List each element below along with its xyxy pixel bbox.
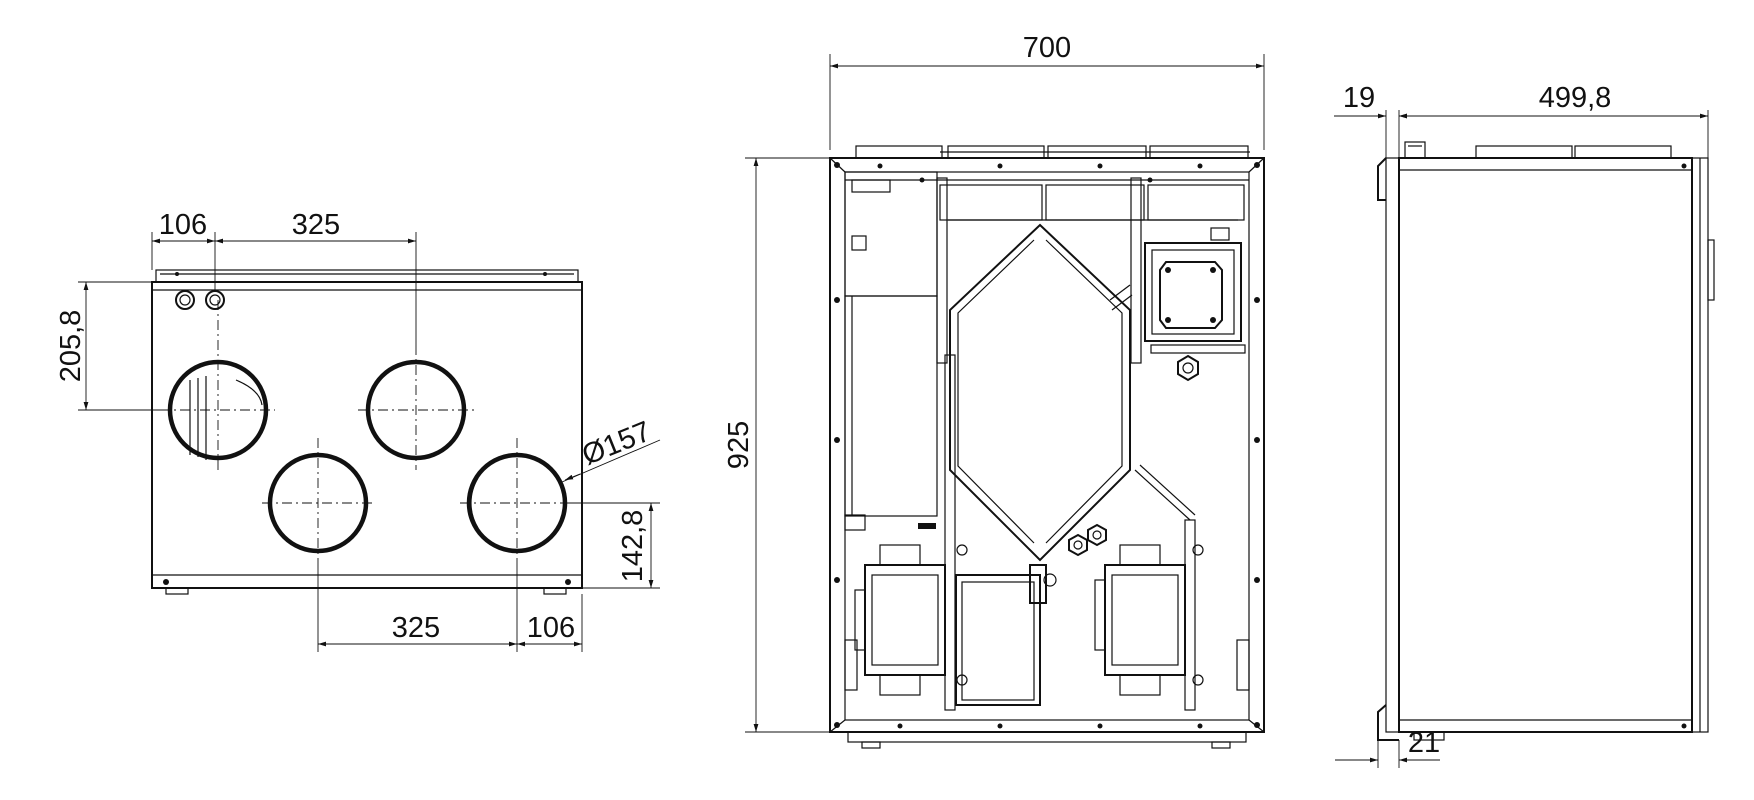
dim-front-left-height: 205,8 (55, 281, 170, 411)
dim-front-diameter: Ø157 (561, 416, 661, 483)
dim-front-bottom-right: 106 (517, 594, 583, 652)
side-top-collar-1 (1475, 145, 1573, 159)
dim-label: 21 (1408, 727, 1440, 759)
dim-side-bottom-offset: 21 (1335, 727, 1440, 768)
dim-main-height: 925 (723, 157, 830, 733)
main-filter-box (955, 574, 1041, 706)
main-housing (829, 157, 1265, 733)
dim-front-right-height: 142,8 (565, 502, 660, 589)
dim-side-top-offset: 19 (1334, 82, 1412, 158)
main-nut (1177, 354, 1199, 382)
main-fan-right (1094, 544, 1204, 696)
dim-label: 499,8 (1539, 82, 1612, 114)
main-fan-left (854, 544, 968, 696)
dim-front-bottom-spacing: 325 (317, 568, 518, 652)
side-housing (1398, 157, 1693, 733)
front-top-lid (155, 269, 579, 283)
dim-label: 325 (392, 612, 440, 644)
main-electrical-box (1144, 242, 1242, 342)
main-view: 700 925 (723, 32, 1265, 749)
front-housing (151, 281, 583, 589)
dim-label: 142,8 (617, 510, 649, 583)
dim-label: Ø157 (578, 416, 656, 472)
main-rivets (834, 162, 1260, 729)
fitting-1 (175, 290, 195, 310)
dim-main-width: 700 (829, 32, 1265, 150)
side-top-collar-2 (1574, 145, 1672, 159)
main-left-panel (844, 295, 938, 517)
heat-exchanger (949, 223, 1131, 562)
dim-front-top-spacing: 325 (215, 209, 417, 345)
front-centerlines (160, 300, 575, 568)
dim-label: 700 (1023, 32, 1071, 64)
dim-label: 106 (159, 209, 207, 241)
dim-label: 106 (527, 612, 575, 644)
dim-label: 325 (292, 209, 340, 241)
dim-label: 19 (1343, 82, 1375, 114)
front-view: 106 325 205,8 Ø157 142,8 (55, 209, 661, 652)
side-view: 19 499,8 21 (1334, 82, 1715, 768)
fitting-2 (205, 290, 225, 310)
dim-label: 925 (723, 421, 755, 469)
dim-side-depth: 499,8 (1399, 82, 1709, 158)
dim-label: 205,8 (55, 310, 87, 383)
dim-front-top-left: 106 (151, 209, 216, 290)
main-top-collar-1 (855, 145, 943, 159)
